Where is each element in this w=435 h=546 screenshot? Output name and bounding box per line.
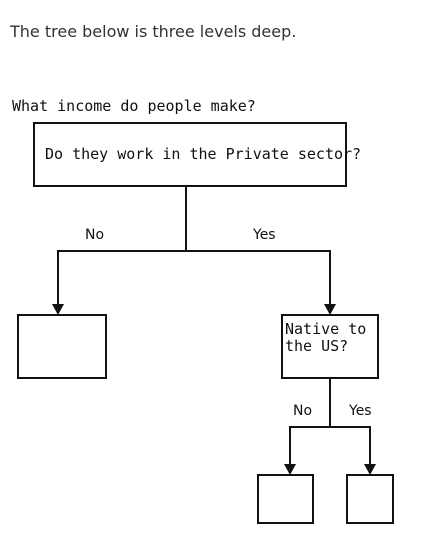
right-no-label: No <box>293 403 312 419</box>
right-node-text-line-2: the US? <box>285 337 348 355</box>
left-leaf-box <box>17 314 107 379</box>
right-no-edge <box>289 426 330 465</box>
root-node-text: Do they work in the Private sector? <box>45 145 361 163</box>
root-yes-arrowhead <box>324 304 336 315</box>
root-node: Do they work in the Private sector? <box>33 122 361 187</box>
right-node: Native to the US? <box>281 314 379 379</box>
intro-text: The tree below is three levels deep. <box>10 22 297 41</box>
root-no-label: No <box>85 227 104 243</box>
root-yes-label: Yes <box>252 227 276 243</box>
right-node-text-line-1: Native to <box>285 320 366 338</box>
right-yes-edge <box>330 426 371 465</box>
bottom-right-leaf-box <box>346 474 394 524</box>
right-no-arrowhead <box>284 464 296 475</box>
root-yes-edge <box>186 250 331 305</box>
bottom-left-leaf-box <box>257 474 314 524</box>
right-yes-label: Yes <box>348 403 372 419</box>
root-no-arrowhead <box>52 304 64 315</box>
right-yes-arrowhead <box>364 464 376 475</box>
root-node-box <box>33 122 347 187</box>
tree-question: What income do people make? <box>12 97 256 115</box>
root-no-edge <box>57 250 186 305</box>
